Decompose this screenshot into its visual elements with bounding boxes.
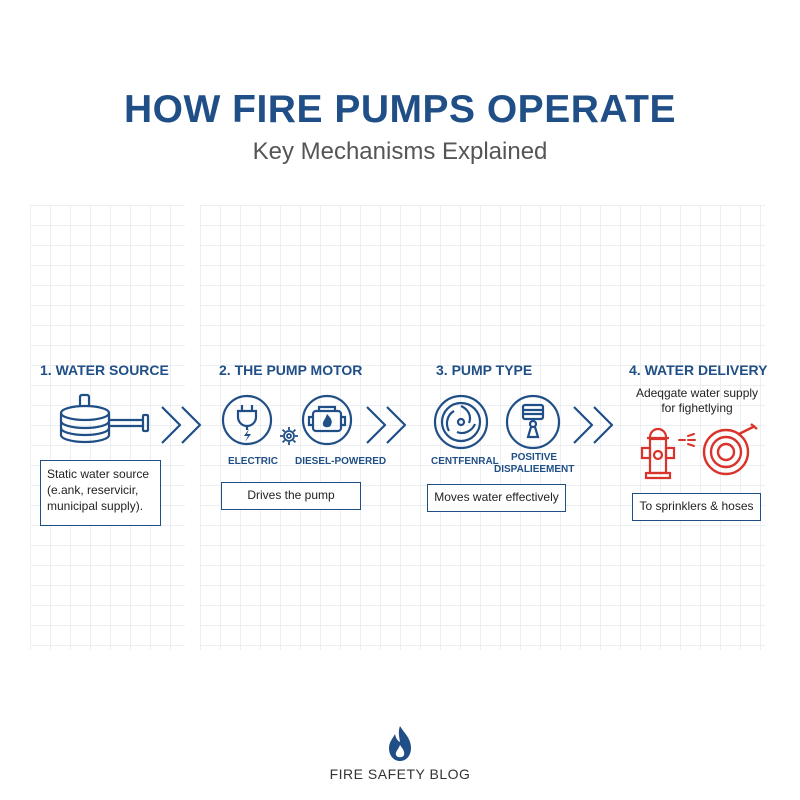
- water-spray-icon: [678, 433, 696, 447]
- water-delivery-note: Adeqgate water supply for fighetlying: [635, 386, 759, 415]
- pump-type-description: Moves water effectively: [427, 484, 566, 512]
- step-title-water-delivery: 4. WATER DELIVERY: [629, 362, 768, 378]
- gear-icon: [280, 427, 298, 445]
- option-centrifugal-label: CENTFENRAL: [431, 456, 499, 467]
- fire-hydrant-icon: [640, 427, 676, 480]
- water-delivery-description-text: To sprinklers & hoses: [639, 499, 754, 513]
- fire-hose-reel-icon: [702, 423, 758, 476]
- pump-type-description-text: Moves water effectively: [434, 490, 559, 504]
- chevron-right-icon: [161, 406, 202, 444]
- background-grid-left: [30, 205, 185, 650]
- electric-plug-icon: [221, 394, 273, 446]
- option-electric-label: ELECTRIC: [228, 456, 278, 467]
- pump-motor-description: Drives the pump: [221, 482, 361, 510]
- step-title-pump-motor: 2. THE PUMP MOTOR: [219, 362, 363, 378]
- chevron-right-icon: [366, 406, 407, 444]
- step-title-pump-type: 3. PUMP TYPE: [436, 362, 533, 378]
- background-grid-right: [200, 205, 765, 650]
- flame-logo-icon: [389, 726, 411, 761]
- option-diesel-label: DIESEL-POWERED: [295, 456, 387, 467]
- pump-motor-description-text: Drives the pump: [247, 488, 335, 502]
- diesel-engine-icon: [301, 394, 353, 446]
- chevron-right-icon: [573, 406, 614, 444]
- water-source-description: Static water source (e.ank, reservicir, …: [40, 460, 161, 526]
- centrifugal-impeller-icon: [433, 394, 489, 450]
- water-delivery-description: To sprinklers & hoses: [632, 493, 761, 521]
- page-subtitle: Key Mechanisms Explained: [252, 138, 548, 165]
- piston-icon: [505, 394, 561, 450]
- step-title-water-source: 1. WATER SOURCE: [40, 362, 169, 378]
- water-tank-icon: [59, 393, 150, 444]
- page-title: HOW FIRE PUMPS OPERATE: [124, 88, 676, 131]
- water-source-description-text: Static water source (e.ank, reservicir, …: [47, 467, 150, 513]
- option-positive-displacement-label: POSITIVE DISPALIEEMENT: [494, 452, 575, 475]
- footer-brand: FIRE SAFETY BLOG: [329, 766, 471, 782]
